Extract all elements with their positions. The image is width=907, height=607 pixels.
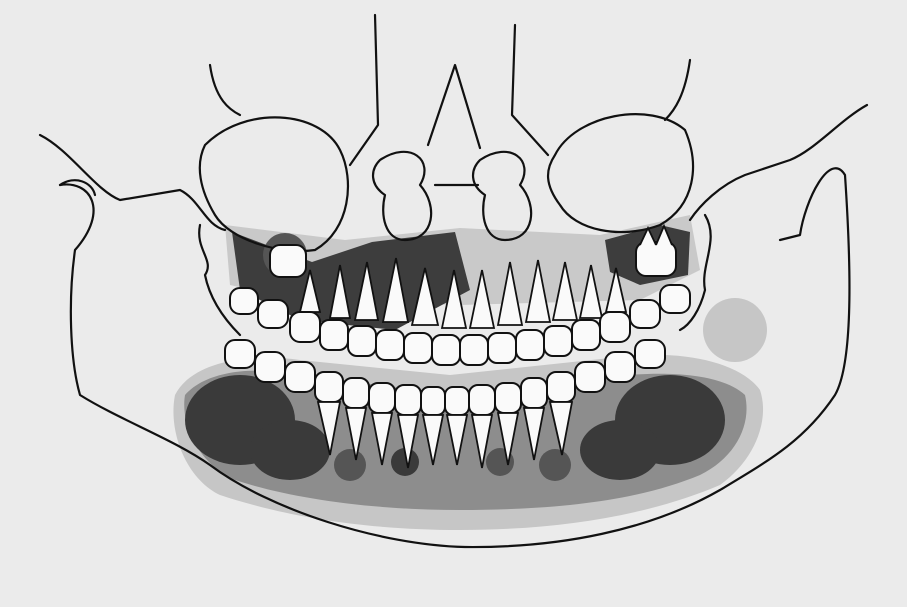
lower-left-dark-lobe-2 <box>250 420 330 480</box>
lower-crown <box>255 352 285 382</box>
lower-crown <box>575 362 605 392</box>
lower-crown <box>395 385 421 415</box>
left-cheek-arch <box>40 135 225 230</box>
lower-crown <box>225 340 255 368</box>
lower-crown <box>445 387 469 415</box>
lower-crown <box>285 362 315 392</box>
lower-center-blob-4 <box>539 449 571 481</box>
upper-crown <box>290 312 320 342</box>
upper-crown <box>660 285 690 313</box>
upper-crown <box>488 333 516 363</box>
lower-crown <box>495 383 521 413</box>
lower-crown <box>547 372 575 402</box>
upper-crown <box>258 300 288 328</box>
right-nasal-concha <box>473 152 531 240</box>
right-zygoma <box>665 60 690 120</box>
upper-crown <box>432 335 460 365</box>
lower-crown <box>521 378 547 408</box>
left-ramus-inner <box>60 180 95 195</box>
upper-left-tooth-bud <box>270 245 306 277</box>
lower-crown <box>343 378 369 408</box>
upper-right-blob <box>703 298 767 362</box>
lower-crown <box>421 387 445 415</box>
upper-crown <box>630 300 660 328</box>
lower-right-dark-lobe-2 <box>580 420 660 480</box>
upper-crown <box>460 335 488 365</box>
upper-crown <box>230 288 258 314</box>
upper-crown <box>600 312 630 342</box>
right-orbit <box>548 114 693 232</box>
upper-crown <box>544 326 572 356</box>
nasal-ridge-right <box>512 25 548 155</box>
upper-crown <box>320 320 348 350</box>
upper-crown <box>516 330 544 360</box>
upper-crown <box>572 320 600 350</box>
lower-center-blob-3 <box>334 449 366 481</box>
left-nasal-concha <box>373 152 431 240</box>
lower-crown <box>635 340 665 368</box>
left-orbit <box>200 117 348 251</box>
upper-crown <box>376 330 404 360</box>
nasal-ridge <box>350 15 378 165</box>
upper-crown <box>404 333 432 363</box>
lower-crown <box>469 385 495 415</box>
right-cheek-arch <box>690 105 867 220</box>
lower-crown <box>605 352 635 382</box>
left-zygoma <box>210 65 240 115</box>
upper-right-tooth-bud <box>636 242 676 276</box>
lower-crown <box>369 383 395 413</box>
nasal-septum <box>428 65 480 148</box>
lower-crown <box>315 372 343 402</box>
upper-crown <box>348 326 376 356</box>
